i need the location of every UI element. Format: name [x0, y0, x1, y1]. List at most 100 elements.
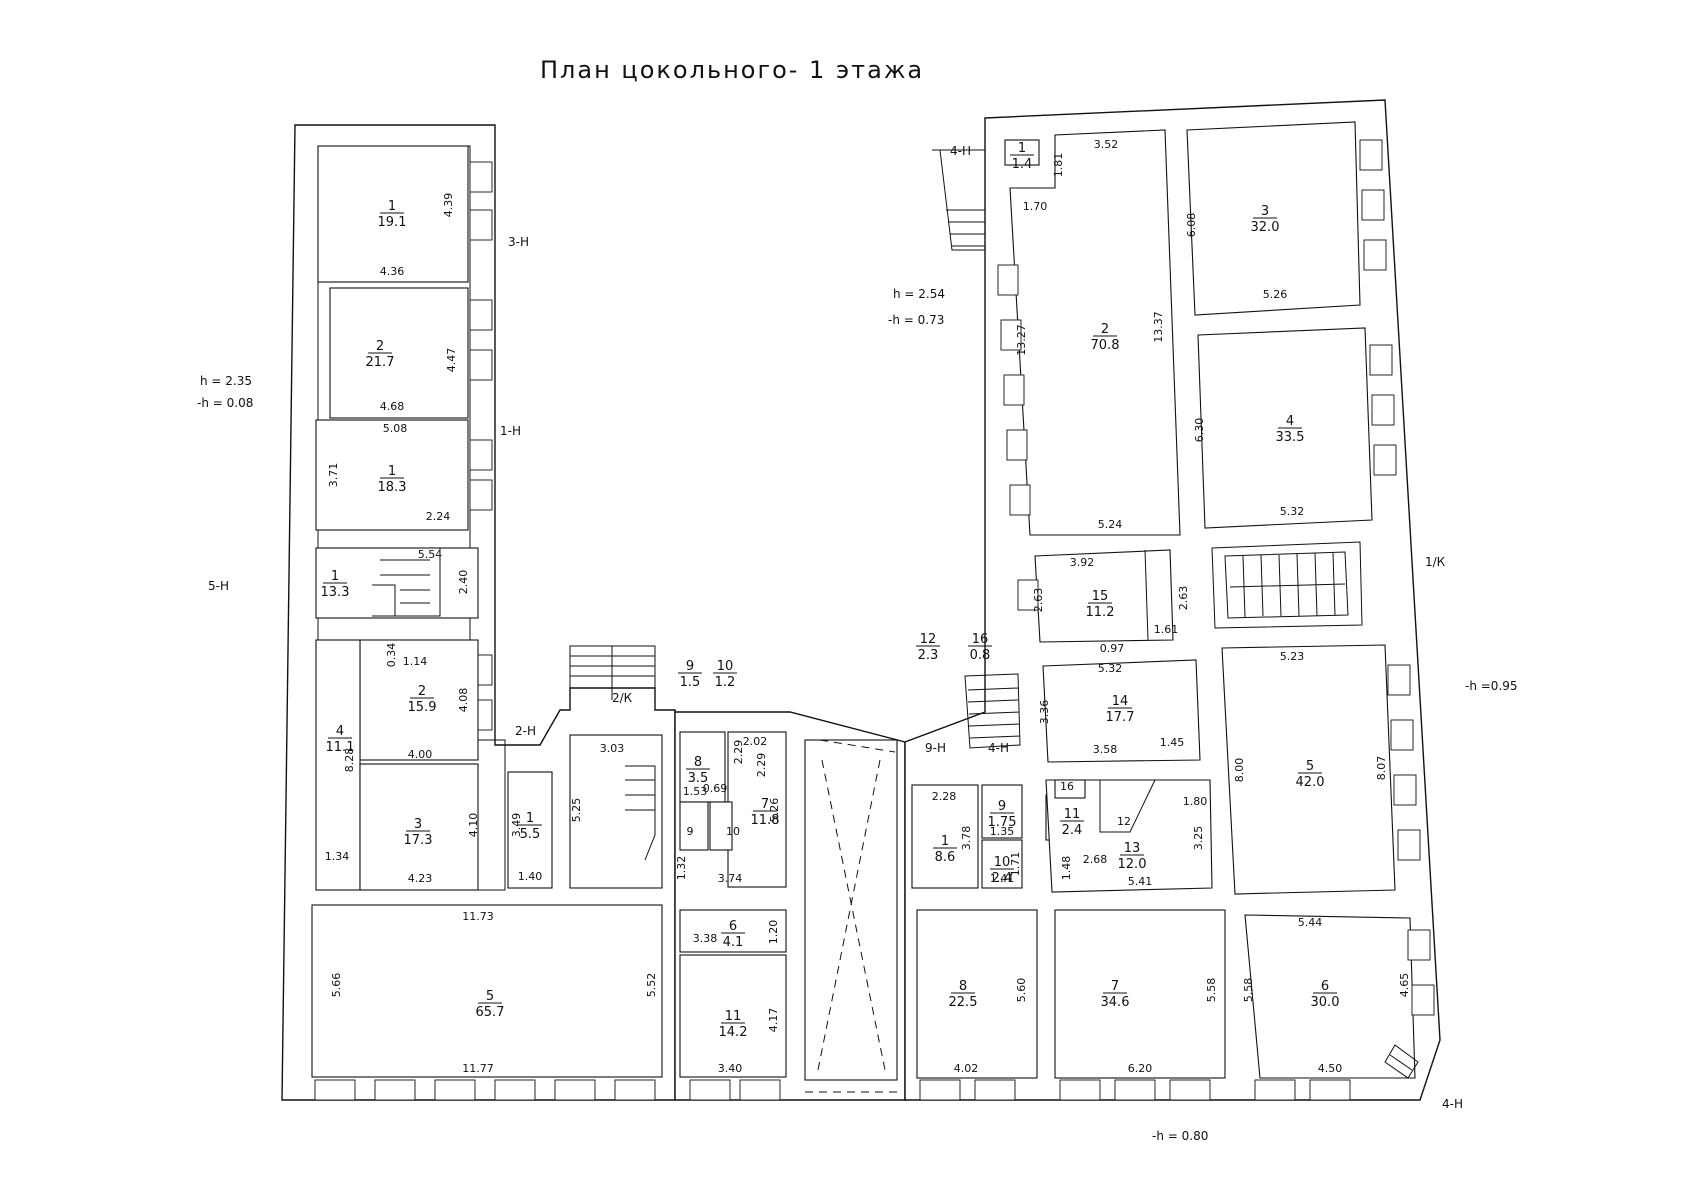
room-9-1-75 — [981, 784, 1023, 839]
room-5-42-0 — [1221, 644, 1396, 895]
room-6-30-0 — [1244, 914, 1416, 1079]
room-2-15-9 — [359, 639, 479, 761]
left-wing — [281, 124, 676, 1101]
dimension-label: 5.54 — [418, 548, 443, 561]
room-area: 65.7 — [476, 1005, 505, 1020]
room-15-11-2 — [1034, 549, 1174, 643]
room-12-wc — [1099, 779, 1156, 833]
room-area: 70.8 — [1091, 338, 1120, 353]
room-area: 22.5 — [949, 995, 978, 1010]
room-label: 317.3 — [404, 817, 433, 848]
note-minus-h-0-08: -h = 0.08 — [197, 396, 253, 410]
room-number: 11 — [1064, 807, 1081, 822]
room-number: 1 — [388, 464, 396, 479]
room-area: 17.3 — [404, 833, 433, 848]
dimension-label: 8.00 — [1233, 758, 1246, 783]
dimension-label: 4.02 — [954, 1062, 979, 1075]
note-h-2-54: h = 2.54 — [893, 287, 945, 301]
marker-4h-top: 4-Н — [950, 144, 971, 158]
left-wing-bottom-windows — [314, 1079, 656, 1101]
dimension-label: 6.30 — [1193, 418, 1206, 443]
room-1-5-5 — [507, 771, 553, 889]
room-14-17-7 — [1042, 659, 1201, 763]
room-number: 8 — [694, 755, 702, 770]
room-number: 12 — [920, 632, 937, 647]
room-2-70-8 — [1009, 129, 1181, 536]
dimension-label: 1.80 — [1183, 795, 1208, 808]
room-area: 1.5 — [680, 675, 701, 690]
room-1-19-1 — [317, 145, 469, 283]
room-label: 711.8 — [751, 797, 780, 828]
room-area: 18.3 — [378, 480, 407, 495]
dimension-label: 5.26 — [768, 798, 781, 823]
room-label: 91.75 — [988, 799, 1017, 830]
room-9-wc — [679, 801, 709, 851]
dimension-label: 5.24 — [1098, 518, 1123, 531]
dimension-labels: 4.364.394.474.685.083.712.245.542.400.34… — [325, 138, 1411, 1075]
dimension-label: 11.77 — [462, 1062, 494, 1075]
dimension-label: 13.37 — [1152, 311, 1165, 343]
room-label: 102.4 — [990, 855, 1014, 886]
room-number: 6 — [1321, 979, 1329, 994]
dimension-label: 5.32 — [1098, 662, 1123, 675]
middle-bottom-windows — [689, 1079, 781, 1101]
dimension-label: 3.36 — [1038, 700, 1051, 725]
room-number: 4 — [1286, 414, 1294, 429]
room-labels: 119.1221.7118.3113.3215.9411.1317.315.55… — [321, 141, 1340, 1040]
room-7-34-6 — [1054, 909, 1226, 1079]
dimension-label: 5.58 — [1205, 978, 1218, 1003]
dimension-label: 4.08 — [457, 688, 470, 713]
dimension-label: 5.25 — [570, 798, 583, 823]
dimension-label: 11.73 — [462, 910, 494, 923]
dimension-label: 1.14 — [403, 655, 428, 668]
note-minus-h-0-80: -h = 0.80 — [1152, 1129, 1208, 1143]
room-area: 0.8 — [970, 648, 991, 663]
dimension-label: 1.45 — [1160, 736, 1185, 749]
room-label: 112.4 — [1060, 807, 1084, 838]
room-label: 15.5 — [518, 811, 542, 842]
room-label: 119.1 — [378, 199, 407, 230]
marker-2k: 2/К — [612, 691, 633, 705]
room-area: 21.7 — [366, 355, 395, 370]
room-number: 1 — [526, 811, 534, 826]
dimension-label: 1.71 — [1009, 852, 1022, 877]
misc-label: 12 — [1117, 815, 1131, 828]
room-16-wc — [1054, 779, 1086, 799]
dimension-label: 2.63 — [1032, 588, 1045, 613]
room-area: 33.5 — [1276, 430, 1305, 445]
stair-2k — [569, 645, 656, 861]
room-area: 11.8 — [751, 813, 780, 828]
room-number: 6 — [729, 919, 737, 934]
room-number: 1 — [331, 569, 339, 584]
note-minus-h-0-73: -h = 0.73 — [888, 313, 944, 327]
dimension-label: 8.07 — [1375, 756, 1388, 781]
room-5-65-7 — [311, 904, 663, 1078]
room-10-wc — [709, 801, 733, 851]
dimension-label: 5.26 — [1263, 288, 1288, 301]
dimension-label: 4.00 — [408, 748, 433, 761]
room-number: 2 — [418, 684, 426, 699]
room-number: 15 — [1092, 589, 1109, 604]
dimension-label: 1.32 — [675, 856, 688, 881]
room-3-17-3 — [359, 763, 479, 891]
dimension-label: 3.49 — [510, 813, 523, 838]
room-label: 221.7 — [366, 339, 395, 370]
stair-4h-middle — [964, 673, 1021, 749]
stair-left — [365, 547, 441, 617]
passage-crosshatch — [805, 739, 897, 1093]
dimension-label: 3.71 — [327, 463, 340, 488]
dimension-label: 4.39 — [442, 193, 455, 218]
misc-label: 10 — [726, 825, 740, 838]
room-area: 12.0 — [1118, 857, 1147, 872]
room-label: 822.5 — [949, 979, 978, 1010]
room-number: 5 — [486, 989, 494, 1004]
room-number: 13 — [1124, 841, 1141, 856]
dimension-label: 1.35 — [990, 825, 1015, 838]
marker-5h: 5-Н — [208, 579, 229, 593]
dimension-label: 3.58 — [1093, 743, 1118, 756]
